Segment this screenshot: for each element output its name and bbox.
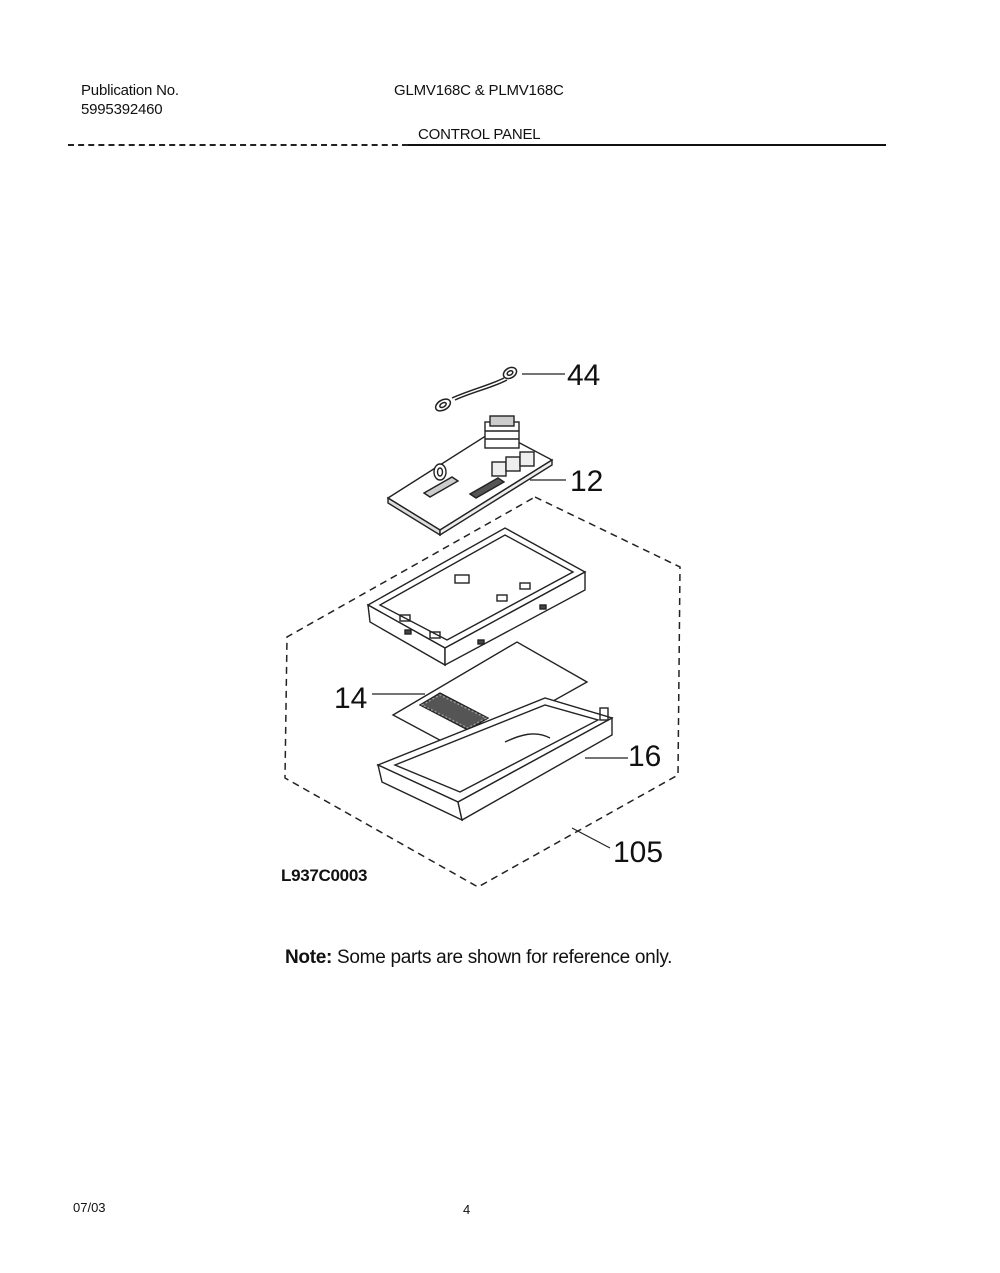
page-number: 4 <box>463 1202 471 1217</box>
note: Note: Some parts are shown for reference… <box>285 947 672 969</box>
assembly-boundary <box>284 496 681 888</box>
callout-leaders <box>372 373 628 849</box>
header-rule-dashed <box>68 144 408 146</box>
callout-16: 16 <box>628 740 661 773</box>
callout-12: 12 <box>570 465 603 498</box>
publication-number: 5995392460 <box>81 101 163 118</box>
part-14-keypad-membrane <box>391 641 589 753</box>
header-rule-solid <box>408 144 886 146</box>
note-label: Note: <box>285 947 333 968</box>
callout-44: 44 <box>567 359 600 392</box>
part-16-panel-tray <box>376 697 614 822</box>
part-44-wire-harness <box>434 366 518 412</box>
note-text: Some parts are shown for reference only. <box>332 947 673 968</box>
section-title: CONTROL PANEL <box>418 126 541 143</box>
callout-14: 14 <box>334 682 367 715</box>
part-12-control-board <box>386 415 554 537</box>
publication-label: Publication No. <box>81 82 179 99</box>
control-panel-frame <box>366 527 587 667</box>
publication-date: 07/03 <box>73 1200 106 1215</box>
drawing-code: L937C0003 <box>281 866 368 885</box>
callout-105: 105 <box>613 836 663 869</box>
model-numbers: GLMV168C & PLMV168C <box>394 82 564 99</box>
